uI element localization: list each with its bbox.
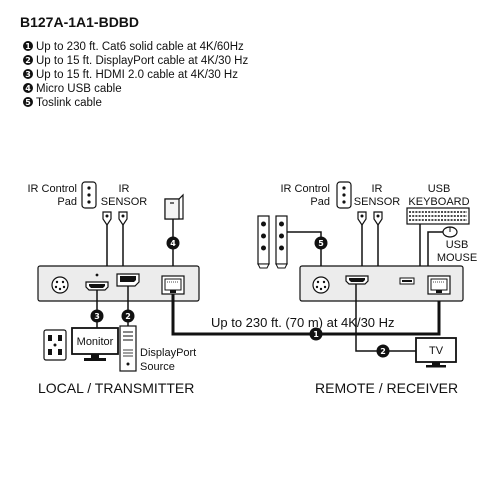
ir-control-pad-label: IR Control <box>27 183 77 195</box>
speaker-icon <box>257 215 270 269</box>
local-transmitter-label: LOCAL / TRANSMITTER <box>38 380 194 396</box>
legend-number: 4 <box>25 84 31 93</box>
svg-text:2: 2 <box>125 312 131 321</box>
ir-control-pad-label: IR Control <box>280 183 330 195</box>
mouse-icon <box>442 226 458 238</box>
ir-sensor-label: IR <box>372 183 383 195</box>
legend-text: Up to 15 ft. HDMI 2.0 cable at 4K/30 Hz <box>36 69 238 81</box>
badge-3: 3 <box>90 309 104 323</box>
usb-port-icon <box>399 277 415 285</box>
ir-control-pad-icon <box>336 181 352 209</box>
badge-2: 2 <box>121 309 135 323</box>
legend-item-3: 3 Up to 15 ft. HDMI 2.0 cable at 4K/30 H… <box>23 69 238 81</box>
dp-source-label: Source <box>140 361 175 373</box>
usb-keyboard-label: KEYBOARD <box>408 196 469 208</box>
tv-label: TV <box>429 345 444 357</box>
usb-power-adapter-icon <box>164 193 184 276</box>
receiver-unit <box>299 265 464 302</box>
ir-control-pad-icon <box>81 181 97 209</box>
legend-number: 3 <box>25 70 31 79</box>
ir-sensor-label: IR <box>119 183 130 195</box>
svg-text:2: 2 <box>380 347 386 356</box>
monitor-label: Monitor <box>77 336 114 348</box>
badge-icon <box>23 83 33 93</box>
badge-icon <box>23 69 33 79</box>
ir-control-pad-label: Pad <box>310 196 330 208</box>
badge-4: 4 <box>166 236 180 250</box>
usb-mouse-label: MOUSE <box>437 252 477 264</box>
badge-5: 5 <box>314 236 328 250</box>
legend-item-1: 1 Up to 230 ft. Cat6 solid cable at 4K/6… <box>23 41 244 53</box>
ir-sensor-icon <box>373 211 383 266</box>
local-labels: IR Control Pad IR SENSOR <box>27 183 147 208</box>
badge-1: 1 <box>309 327 323 341</box>
ir-sensor-icon <box>118 211 128 266</box>
usb-keyboard-label: USB <box>428 183 451 195</box>
cable-run-label: Up to 230 ft. (70 m) at 4K/30 Hz <box>211 315 395 330</box>
legend: 1 Up to 230 ft. Cat6 solid cable at 4K/6… <box>23 41 248 109</box>
badge-icon <box>23 97 33 107</box>
keyboard-icon <box>406 207 470 225</box>
hdmi-port-icon <box>85 273 109 291</box>
badge-2: 2 <box>376 344 390 358</box>
legend-text: Micro USB cable <box>36 83 122 95</box>
remote-labels: IR Control Pad IR SENSOR USB KEYBOARD US… <box>280 183 477 264</box>
monitor-icon <box>71 327 119 361</box>
legend-text: Toslink cable <box>36 97 102 109</box>
din-connector-icon <box>51 276 69 294</box>
tv-icon <box>415 337 457 368</box>
legend-item-5: 5 Toslink cable <box>23 97 102 109</box>
legend-item-4: 4 Micro USB cable <box>23 83 122 95</box>
hdmi-port-icon <box>345 275 369 285</box>
displayport-icon <box>116 273 140 287</box>
svg-text:4: 4 <box>170 239 176 248</box>
svg-text:1: 1 <box>313 330 319 339</box>
legend-item-2: 2 Up to 15 ft. DisplayPort cable at 4K/3… <box>23 55 248 67</box>
dp-source-label: DisplayPort <box>140 347 196 359</box>
din-connector-icon <box>312 276 330 294</box>
legend-number: 5 <box>25 98 31 107</box>
cat6-cable <box>171 294 441 336</box>
legend-number: 2 <box>25 56 31 65</box>
legend-number: 1 <box>25 42 31 51</box>
legend-text: Up to 230 ft. Cat6 solid cable at 4K/60H… <box>36 41 244 53</box>
ir-sensor-icon <box>357 211 367 266</box>
rj45-port-icon <box>161 275 185 295</box>
svg-text:3: 3 <box>94 312 100 321</box>
ir-control-pad-label: Pad <box>57 196 77 208</box>
legend-text: Up to 15 ft. DisplayPort cable at 4K/30 … <box>36 55 248 67</box>
ir-sensor-icon <box>102 211 112 266</box>
rj45-port-icon <box>427 275 451 295</box>
ir-sensor-label: SENSOR <box>354 196 401 208</box>
badge-icon <box>23 41 33 51</box>
transmitter-unit <box>37 265 200 302</box>
ir-sensor-label: SENSOR <box>101 196 148 208</box>
power-outlet-icon <box>43 329 67 361</box>
pc-tower-icon <box>119 325 137 372</box>
remote-receiver-label: REMOTE / RECEIVER <box>315 380 458 396</box>
svg-text:5: 5 <box>318 239 324 248</box>
model-title: B127A-1A1-BDBD <box>20 14 139 30</box>
speaker-icon <box>275 215 288 269</box>
usb-mouse-label: USB <box>446 239 469 251</box>
badge-icon <box>23 55 33 65</box>
